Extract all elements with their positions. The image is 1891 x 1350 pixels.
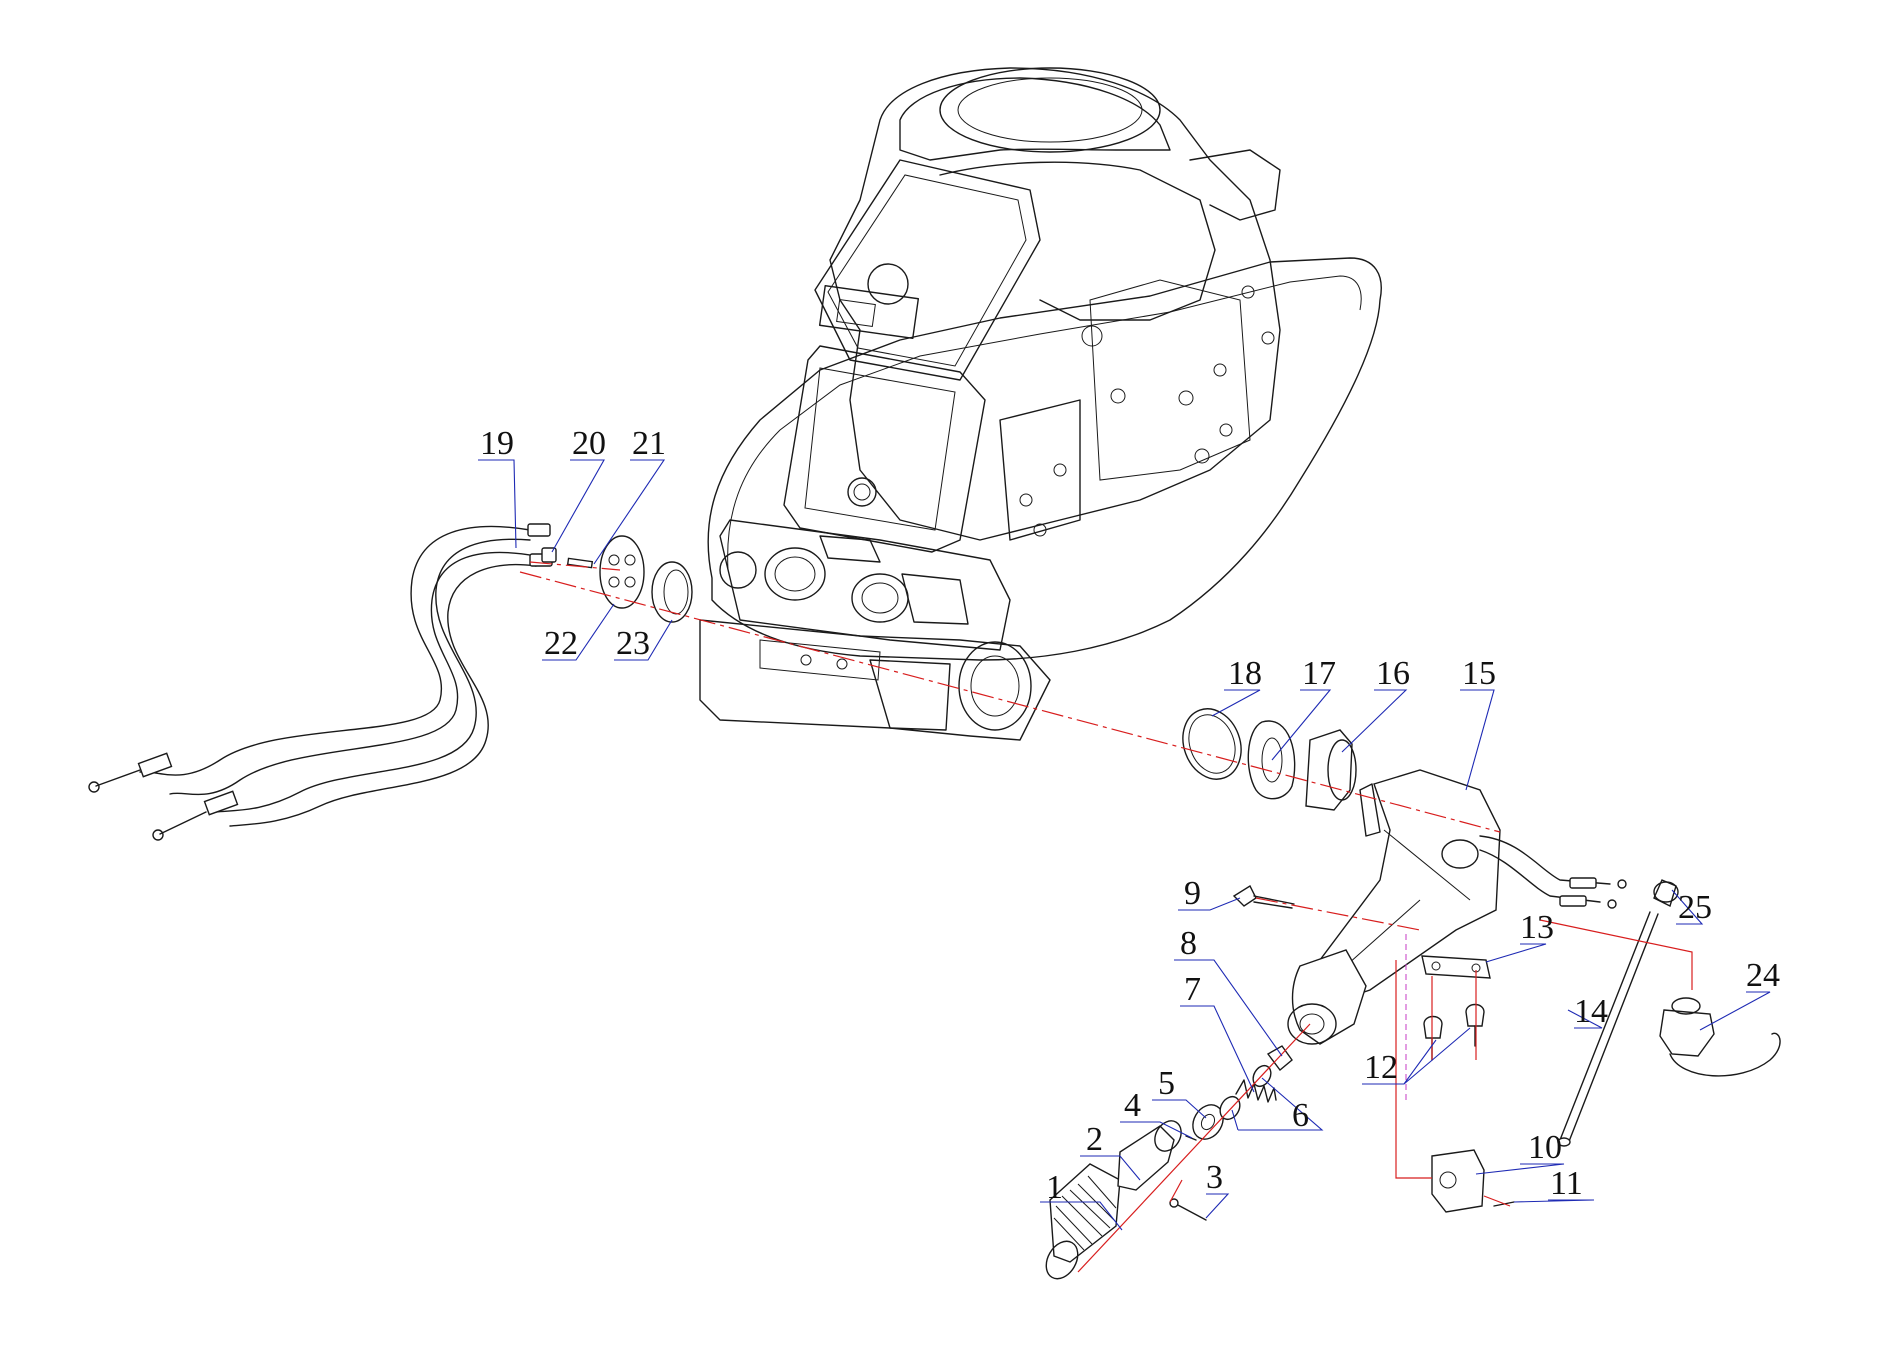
choke-knob-24 xyxy=(1659,1009,1715,1057)
part-label-16: 16 xyxy=(1376,655,1410,692)
shaft-2 xyxy=(1117,1125,1175,1191)
part-label-14: 14 xyxy=(1574,993,1608,1030)
part-label-17: 17 xyxy=(1302,655,1336,692)
part-label-4: 4 xyxy=(1124,1087,1141,1124)
clip-10 xyxy=(1431,1149,1485,1213)
spring-7 xyxy=(1235,1079,1277,1103)
part-label-2: 2 xyxy=(1086,1121,1103,1158)
part-label-9: 9 xyxy=(1184,875,1201,912)
tiller-arm-15 xyxy=(1309,769,1501,1001)
part-label-10: 10 xyxy=(1528,1129,1562,1166)
part-label-15: 15 xyxy=(1462,655,1496,692)
o-ring-18 xyxy=(1182,708,1242,780)
bushing-16 xyxy=(1305,729,1353,811)
plate-13 xyxy=(1421,955,1491,979)
stop-switch-parts xyxy=(1421,879,1781,1213)
part-label-25: 25 xyxy=(1678,889,1712,926)
assembly-axes xyxy=(519,561,1693,1273)
part-label-1: 1 xyxy=(1046,1169,1063,1206)
part-label-22: 22 xyxy=(544,625,578,662)
leader-lines xyxy=(478,459,1771,1231)
part-number-labels: 1 2 3 4 5 6 7 8 9 10 11 12 13 14 15 16 1… xyxy=(480,425,1780,1206)
part-label-3: 3 xyxy=(1206,1159,1223,1196)
tiller-assembly xyxy=(1182,708,1627,1045)
part-label-18: 18 xyxy=(1228,655,1262,692)
sleeve-8 xyxy=(1266,1045,1293,1072)
knob-9 xyxy=(1232,884,1257,907)
grip-1 xyxy=(1049,1163,1121,1263)
part-label-11: 11 xyxy=(1550,1165,1583,1202)
seal-ring-23 xyxy=(651,561,693,623)
throttle-cable-assembly xyxy=(88,523,553,841)
engine-assembly xyxy=(699,67,1382,741)
part-label-23: 23 xyxy=(616,625,650,662)
part-label-8: 8 xyxy=(1180,925,1197,962)
hex-nut-20 xyxy=(541,547,557,563)
rod-14 xyxy=(1559,911,1659,1145)
part-label-21: 21 xyxy=(632,425,666,462)
part-label-13: 13 xyxy=(1520,909,1554,946)
part-label-5: 5 xyxy=(1158,1065,1175,1102)
part-label-19: 19 xyxy=(480,425,514,462)
part-label-7: 7 xyxy=(1184,971,1201,1008)
part-label-6: 6 xyxy=(1292,1097,1309,1134)
part-label-24: 24 xyxy=(1746,957,1780,994)
washer-17 xyxy=(1247,720,1296,800)
part-label-20: 20 xyxy=(572,425,606,462)
part-label-12: 12 xyxy=(1364,1049,1398,1086)
grommet-plate-22 xyxy=(599,535,645,609)
cable-fittings xyxy=(541,535,693,623)
